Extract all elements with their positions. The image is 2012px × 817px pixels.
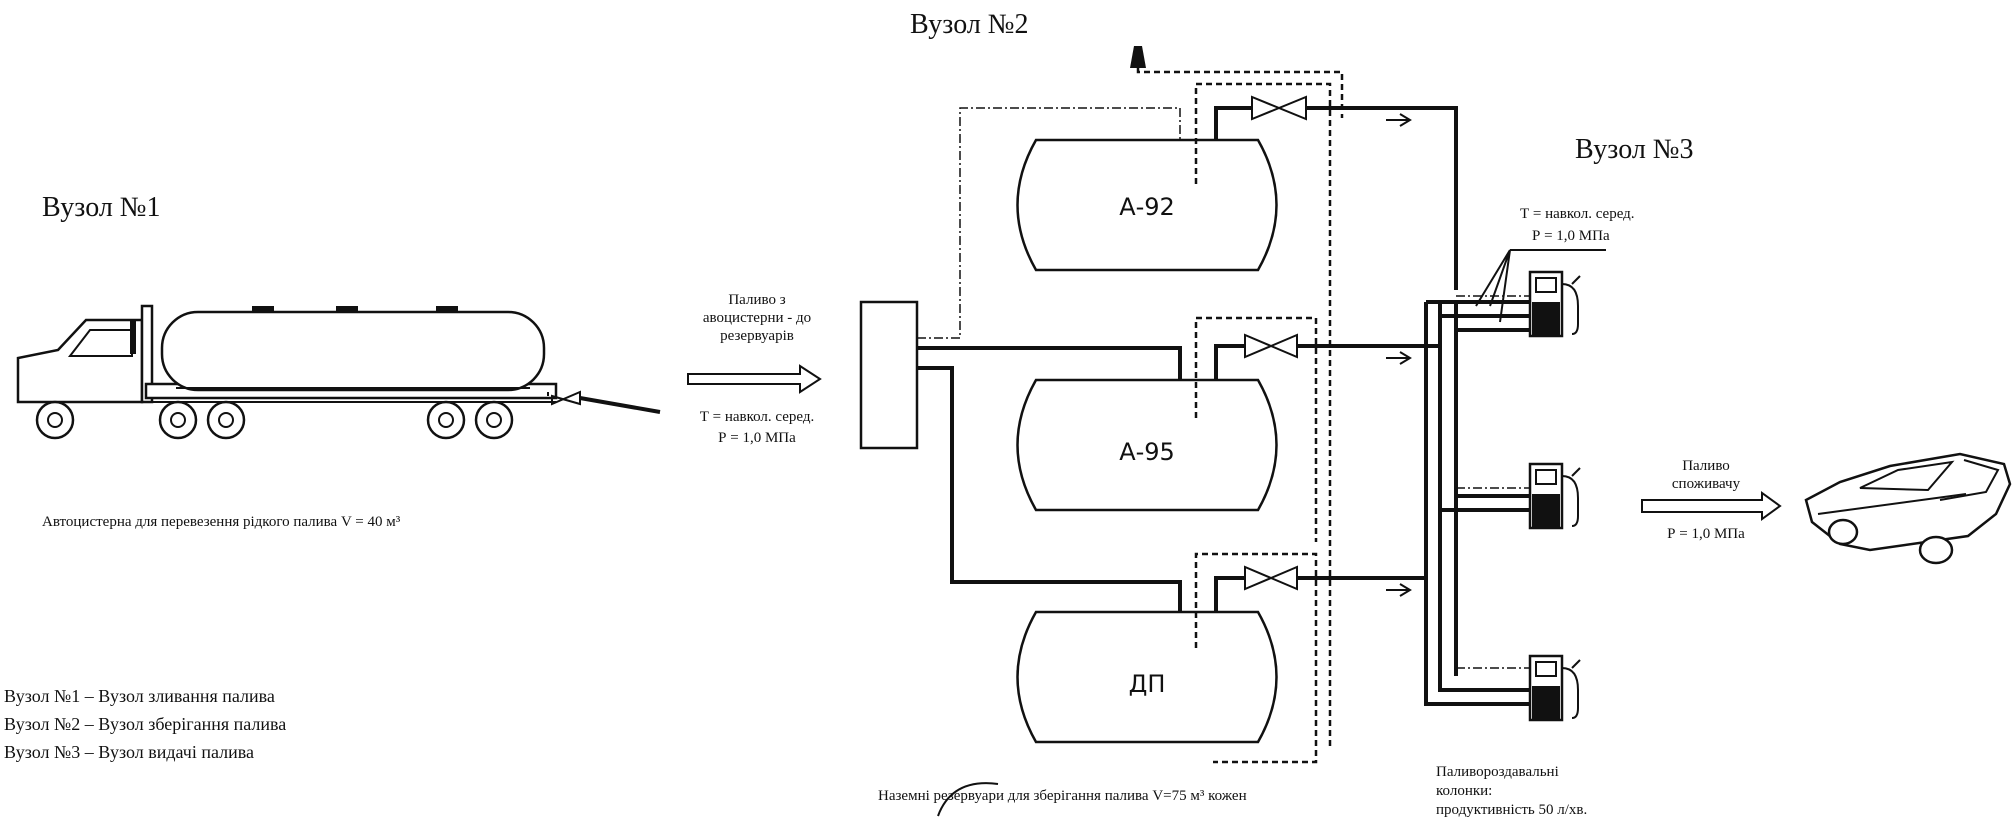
transfer-label-line3: резервуарів — [720, 328, 794, 344]
tank-dp-label: ДП — [1129, 670, 1166, 698]
tanks-caption: Наземні резервуари для зберігання палива… — [878, 788, 1247, 804]
tank-a95-label: А-95 — [1119, 438, 1175, 466]
transfer-arrow-icon — [687, 364, 822, 394]
legend-item-1: Вузол №1 – Вузол зливання палива — [4, 686, 275, 706]
node3-title: Вузол №3 — [1575, 134, 1694, 165]
legend-item-2: Вузол №2 – Вузол зберігання палива — [4, 714, 286, 734]
consumer-label-line2: споживачу — [1672, 476, 1741, 492]
valve-a95-icon — [1244, 333, 1298, 359]
dispenser-pressure: Р = 1,0 МПа — [1532, 228, 1610, 244]
tanker-truck-icon — [16, 304, 661, 440]
transfer-temperature: Т = навкол. серед. — [700, 409, 815, 425]
fuel-dispenser-2-icon — [1528, 462, 1581, 530]
vent-cap-icon — [1130, 46, 1146, 68]
node2-title: Вузол №2 — [910, 9, 1029, 40]
legend-item-3: Вузол №3 – Вузол видачі палива — [4, 742, 254, 762]
dispenser-temperature: Т = навкол. серед. — [1520, 206, 1635, 222]
transfer-label-line2: авоцистерни - до — [703, 310, 811, 326]
transfer-pressure: Р = 1,0 МПа — [718, 430, 796, 446]
car-icon — [1804, 452, 2012, 565]
tank-a95 — [1016, 378, 1278, 512]
tanker-caption: Автоцистерна для перевезення рідкого пал… — [42, 514, 401, 530]
dispenser-caption-line2: колонки: — [1436, 783, 1492, 799]
node1-title: Вузол №1 — [42, 192, 161, 223]
consumer-arrow-icon — [1641, 491, 1782, 521]
tank-a92-label: А-92 — [1119, 193, 1175, 221]
dispenser-caption-line1: Паливороздавальні — [1436, 764, 1559, 780]
flow-arrow-a95-icon — [1386, 351, 1412, 365]
consumer-pressure: Р = 1,0 МПа — [1667, 526, 1745, 542]
transfer-label-line1: Паливо з — [728, 292, 785, 308]
tank-dp — [1016, 610, 1278, 744]
fuel-dispenser-3-icon — [1528, 654, 1581, 722]
flow-arrow-a92-icon — [1386, 113, 1412, 127]
fuel-dispenser-1-icon — [1528, 270, 1581, 338]
dispenser-caption-line3: продуктивність 50 л/хв. — [1436, 802, 1587, 817]
valve-a92-icon — [1251, 95, 1307, 121]
flow-arrow-dp-icon — [1386, 583, 1412, 597]
consumer-label-line1: Паливо — [1682, 458, 1730, 474]
distribution-manifold — [859, 300, 919, 450]
tank-a92 — [1016, 138, 1278, 272]
valve-dp-icon — [1244, 565, 1298, 591]
